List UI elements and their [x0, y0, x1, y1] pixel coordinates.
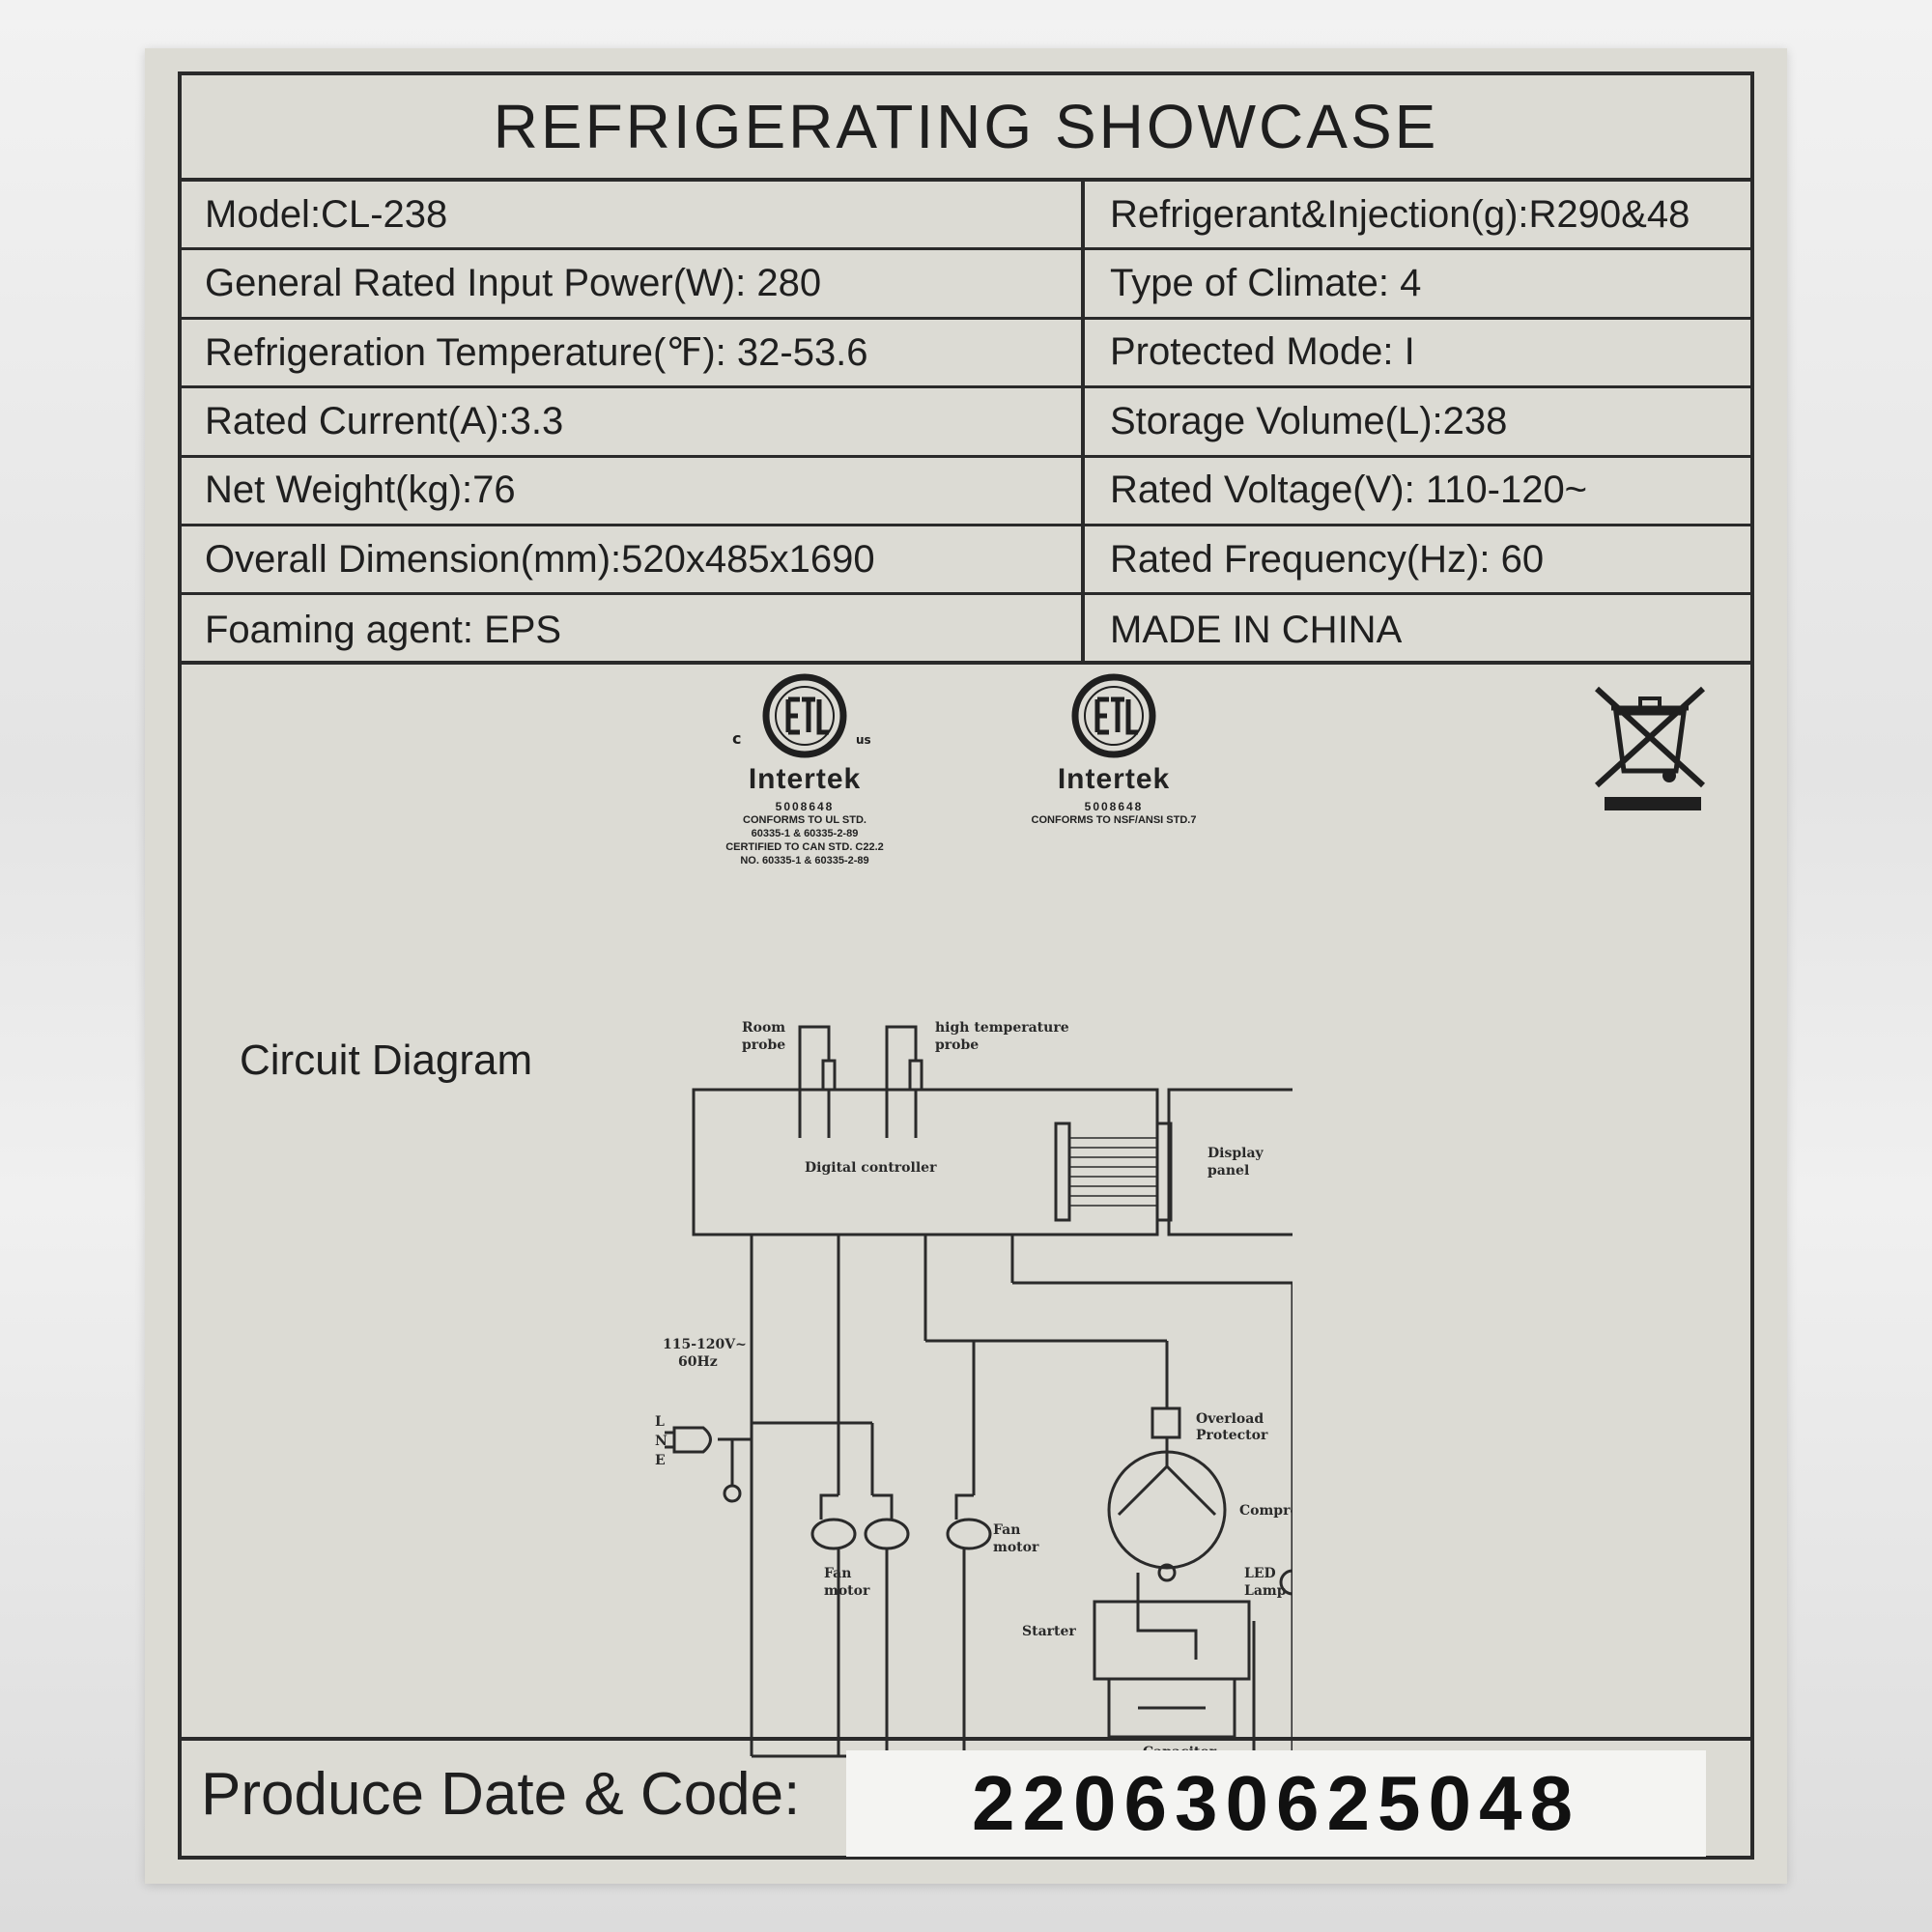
plug-pin-label: E — [655, 1453, 666, 1468]
led-lamp-label: Lamp — [1244, 1583, 1287, 1599]
cert-code: 5008648 — [1084, 800, 1144, 813]
spec-input-power: General Rated Input Power(W): 280 — [182, 250, 1085, 317]
overload-protector-icon — [1151, 1406, 1181, 1439]
overload-label: Overload — [1196, 1411, 1264, 1427]
fan-motor-label: motor — [993, 1540, 1039, 1555]
cert-line: CONFORMS TO NSF/ANSI STD.7 — [1031, 814, 1197, 826]
rating-label: REFRIGERATING SHOWCASE Model:CL-238 Refr… — [145, 48, 1787, 1884]
spec-row: Foaming agent: EPS MADE IN CHINA — [182, 595, 1750, 665]
starter-icon — [1093, 1600, 1251, 1681]
ground-icon — [723, 1484, 742, 1503]
overload-label: Protector — [1196, 1428, 1268, 1443]
spec-row: Rated Current(A):3.3 Storage Volume(L):2… — [182, 388, 1750, 458]
circuit-diagram-title: Circuit Diagram — [240, 1037, 533, 1084]
display-label: panel — [1208, 1163, 1249, 1179]
high-temp-probe-label: high temperature — [935, 1020, 1069, 1036]
etl-logo-icon — [1071, 673, 1156, 758]
controller-label: Digital controller — [805, 1160, 937, 1176]
etl-logo-icon: c us — [732, 673, 871, 758]
spec-weight: Net Weight(kg):76 — [182, 457, 1085, 524]
etl-cus-mark: c us Intertek 5008648 CONFORMS TO UL STD… — [665, 672, 945, 867]
spec-row: Refrigeration Temperature(℉): 32-53.6 Pr… — [182, 319, 1750, 389]
fan-motor-label: Fan — [993, 1522, 1020, 1538]
display-panel-box — [1167, 1088, 1293, 1236]
etl-suffix: us — [856, 733, 871, 747]
cert-line: NO. 60335-1 & 60335-2-89 — [740, 855, 869, 867]
cert-line: 60335-1 & 60335-2-89 — [751, 828, 859, 839]
supply-label: 115-120V~ — [663, 1337, 747, 1352]
spec-frequency: Rated Frequency(Hz): 60 — [1110, 537, 1545, 581]
room-probe-label: probe — [742, 1037, 785, 1053]
spec-climate: Type of Climate: 4 — [1110, 262, 1422, 305]
led-lamp-icon — [1279, 1569, 1293, 1596]
spec-current: Rated Current(A):3.3 — [182, 388, 1085, 455]
cert-line: CONFORMS TO UL STD. — [743, 814, 867, 826]
supply-label: 60Hz — [678, 1354, 718, 1370]
fan-motor-label: motor — [824, 1583, 870, 1599]
weee-crossed-bin-icon — [1594, 686, 1706, 810]
label-frame: REFRIGERATING SHOWCASE Model:CL-238 Refr… — [178, 71, 1754, 1860]
compressor-label: Compressor — [1239, 1503, 1293, 1519]
label-title: REFRIGERATING SHOWCASE — [182, 75, 1750, 182]
spec-foaming-agent: Foaming agent: EPS — [182, 595, 1085, 665]
etl-prefix: c — [732, 729, 741, 748]
high-temp-probe-label: probe — [935, 1037, 979, 1053]
circuit-diagram: Room probe high temperature probe Digita… — [655, 1020, 1293, 1760]
starter-label: Starter — [1022, 1624, 1076, 1639]
led-lamp-label: LED — [1244, 1566, 1276, 1581]
compressor-icon — [1107, 1450, 1227, 1570]
spec-temperature: Refrigeration Temperature(℉): 32-53.6 — [182, 319, 1085, 386]
produce-date-label: Produce Date & Code: — [201, 1761, 801, 1828]
spec-voltage: Rated Voltage(V): 110-120~ — [1110, 469, 1588, 512]
room-probe-label: Room — [742, 1020, 785, 1036]
spec-protected-mode: Protected Mode: I — [1110, 330, 1415, 374]
spec-refrigerant: Refrigerant&Injection(g):R290&48 — [1110, 192, 1690, 236]
intertek-brand: Intertek — [1057, 763, 1171, 795]
spec-dimension: Overall Dimension(mm):520x485x1690 — [182, 526, 1085, 593]
spec-row: Overall Dimension(mm):520x485x1690 Rated… — [182, 526, 1750, 596]
spec-origin: MADE IN CHINA — [1110, 608, 1403, 651]
produce-date-code: 220630625048 — [846, 1750, 1706, 1857]
spec-row: Net Weight(kg):76 Rated Voltage(V): 110-… — [182, 457, 1750, 526]
spec-row: Model:CL-238 Refrigerant&Injection(g):R2… — [182, 182, 1750, 251]
fan-motor-icon — [810, 1518, 857, 1550]
cert-code: 5008648 — [775, 800, 835, 813]
fan-motor-icon — [864, 1518, 910, 1550]
power-plug-icon — [672, 1426, 712, 1454]
plug-pin-label: N — [655, 1434, 668, 1449]
plug-pin-label: L — [655, 1414, 665, 1430]
display-label: Display — [1208, 1146, 1264, 1161]
spec-row: General Rated Input Power(W): 280 Type o… — [182, 250, 1750, 320]
spec-table: Model:CL-238 Refrigerant&Injection(g):R2… — [182, 182, 1750, 665]
spec-model: Model:CL-238 — [182, 182, 1085, 248]
fan-motor-icon — [946, 1518, 992, 1550]
cert-line: CERTIFIED TO CAN STD. C22.2 — [725, 841, 884, 853]
etl-sanitation-mark: Intertek 5008648 CONFORMS TO NSF/ANSI ST… — [974, 672, 1254, 827]
certification-marks: c us Intertek 5008648 CONFORMS TO UL STD… — [182, 665, 1750, 916]
intertek-brand: Intertek — [748, 763, 862, 795]
spec-volume: Storage Volume(L):238 — [1110, 399, 1508, 442]
produce-date-section: Produce Date & Code: 220630625048 — [182, 1737, 1750, 1860]
